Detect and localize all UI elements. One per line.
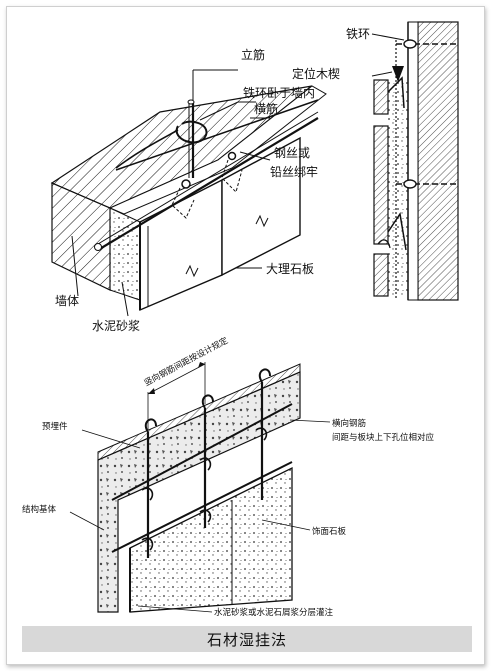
- label-wall: 墙体: [55, 294, 79, 308]
- top-section-diagram: [371, 21, 459, 301]
- section-wall: [417, 21, 459, 301]
- bottom-perspective-diagram: [69, 362, 331, 613]
- wire-tie: [181, 179, 191, 189]
- label-structural-base: 结构基体: [22, 504, 57, 515]
- label-wood-wedge: 定位木楔: [292, 66, 340, 81]
- label-iron-ring: 铁环: [346, 27, 370, 41]
- caption-bar: 石材湿挂法: [22, 626, 472, 652]
- label-vertical-bar: 立筋: [241, 47, 265, 62]
- label-wire-tie-1: 钢丝或: [274, 146, 310, 160]
- label-wire-tie-2: 铅丝绑牢: [270, 164, 318, 179]
- iron-ring: [175, 120, 208, 144]
- label-iron-ring-in-wall: 铁环卧于墙内: [243, 86, 315, 100]
- label-vertical-rebar-spacing: 竖向钢筋间距按设计规定: [142, 335, 230, 389]
- caption: 石材湿挂法: [206, 630, 287, 649]
- label-marble-slab: 大理石板: [266, 262, 314, 276]
- top-perspective-diagram: [50, 69, 327, 317]
- facing-stone: [129, 466, 293, 613]
- label-embedded-part: 预埋件: [42, 421, 68, 432]
- label-facing-stone: 饰面石板: [312, 526, 347, 537]
- label-horizontal-bar: 横筋: [254, 101, 278, 116]
- label-cement-mortar: 水泥砂浆: [92, 318, 140, 333]
- label-horizontal-rebar-2: 间距与板块上下孔位相对应: [332, 432, 435, 443]
- horizontal-bar: [97, 117, 319, 251]
- label-grout-layers: 水泥砂浆或水泥石屑浆分层灌注: [214, 607, 334, 618]
- label-horizontal-rebar-1: 横向钢筋: [332, 418, 366, 429]
- marble-slab-right: [221, 136, 301, 277]
